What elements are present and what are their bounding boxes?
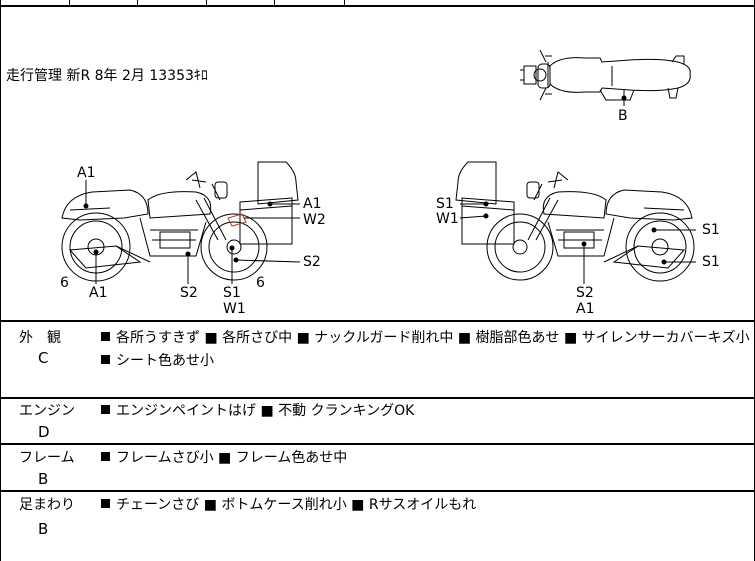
left-label-6-left: 6 bbox=[60, 275, 69, 291]
row-grade-frame: B bbox=[38, 470, 49, 488]
top-table-divider bbox=[137, 0, 138, 6]
right-label-s1-upper: S1 bbox=[702, 222, 720, 238]
top-table-divider bbox=[69, 0, 70, 6]
condition-table-border bbox=[0, 320, 755, 322]
right-label-s2-bottom: S2 bbox=[576, 285, 594, 301]
right-label-w1-box: W1 bbox=[436, 211, 459, 227]
bullet-square bbox=[101, 332, 110, 341]
left-label-6-right: 6 bbox=[256, 275, 265, 291]
bullet-square bbox=[101, 452, 110, 461]
top-view-bike bbox=[520, 49, 691, 106]
row-label-frame: フレーム bbox=[19, 450, 75, 466]
bullet-square bbox=[101, 405, 110, 414]
top-table-divider bbox=[206, 0, 207, 6]
mileage-note: 走行管理 新R 8年 2月 13353ｷﾛ bbox=[6, 68, 208, 84]
left-label-w1-bottom: W1 bbox=[223, 301, 246, 317]
left-label-w2: W2 bbox=[303, 212, 326, 228]
row-grade-engine: D bbox=[38, 423, 50, 441]
top-table-border bbox=[0, 5, 755, 7]
right-label-s1-box: S1 bbox=[436, 196, 454, 212]
bullet-square bbox=[101, 499, 110, 508]
condition-table-border bbox=[0, 490, 755, 492]
motorcycle-diagram bbox=[61, 49, 696, 284]
left-label-s2-bottom: S2 bbox=[180, 285, 198, 301]
left-label-s1-bottom: S1 bbox=[223, 285, 241, 301]
left-label-a1-box: A1 bbox=[303, 196, 322, 212]
row-text-engine: エンジンペイントはげ ■ 不動 クランキングOK bbox=[101, 403, 414, 419]
left-label-a1-rear: A1 bbox=[77, 165, 96, 181]
condition-table-border bbox=[0, 443, 755, 445]
frame-left bbox=[0, 0, 1, 561]
left-label-a1-bottom: A1 bbox=[89, 285, 108, 301]
left-side-bike bbox=[61, 161, 301, 284]
row-text-frame: フレームさび小 ■ フレーム色あせ中 bbox=[101, 450, 347, 466]
row-text-suspension: チェーンさび ■ ボトムケース削れ小 ■ Rサスオイルもれ bbox=[101, 497, 476, 513]
top-table-divider bbox=[344, 0, 345, 6]
row-text-exterior: 各所うすきず ■ 各所さび中 ■ ナックルガード削れ中 ■ 樹脂部色あせ ■ サ… bbox=[101, 330, 750, 346]
top-table-divider bbox=[274, 0, 275, 6]
bullet-square bbox=[101, 355, 110, 364]
top-view-label-b: B bbox=[618, 108, 628, 124]
condition-table-border bbox=[0, 397, 755, 399]
row-label-suspension: 足まわり bbox=[19, 497, 75, 513]
row-label-engine: エンジン bbox=[19, 403, 75, 419]
row-grade-exterior: C bbox=[38, 349, 49, 367]
right-side-bike bbox=[455, 161, 696, 284]
row-text-exterior: シート色あせ小 bbox=[101, 353, 214, 369]
left-label-s2-right: S2 bbox=[303, 254, 321, 270]
row-grade-suspension: B bbox=[38, 520, 49, 538]
row-label-exterior: 外 観 bbox=[19, 330, 61, 346]
right-label-a1-bottom: A1 bbox=[576, 301, 595, 317]
right-label-s1-lower: S1 bbox=[702, 254, 720, 270]
